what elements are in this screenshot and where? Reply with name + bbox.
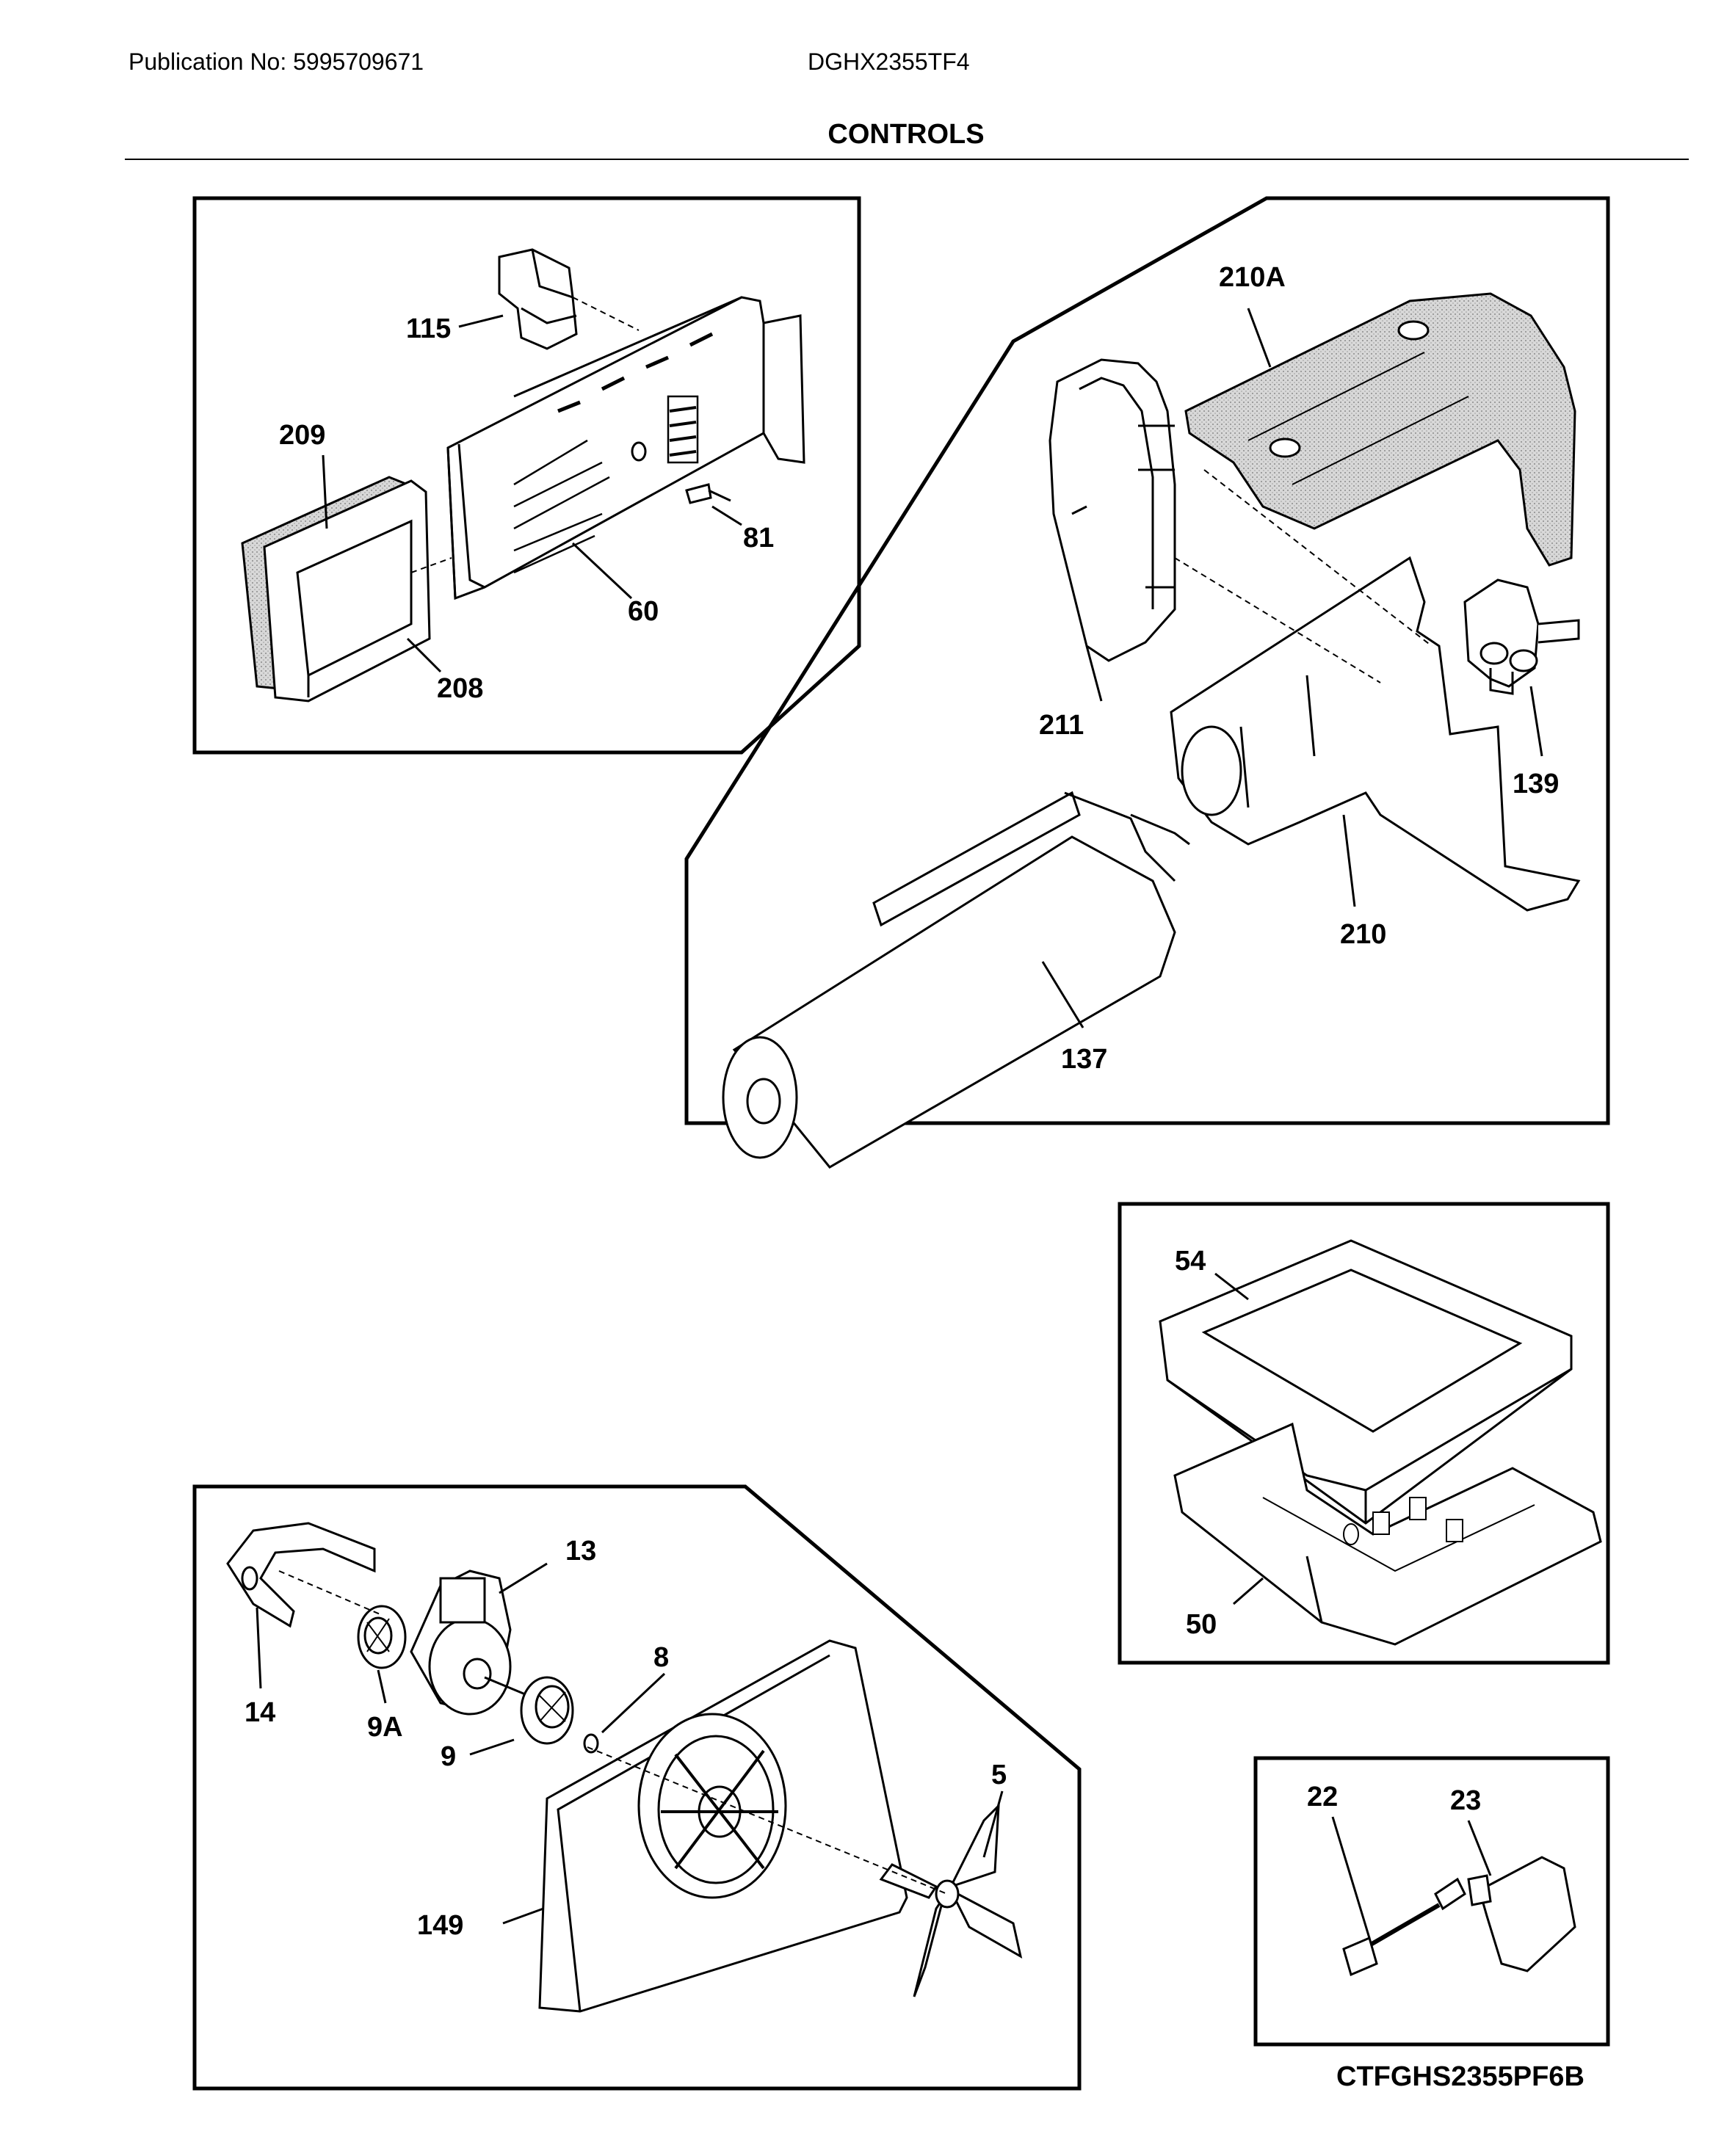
panel-control-housing [192,196,861,755]
part-149-shroud [538,1639,908,2013]
panel-water-filter [684,196,1610,1125]
diagram-code: CTFGHS2355PF6B [1336,2061,1584,2092]
publication-number: Publication No: 5995709671 [128,48,424,75]
part-211-bracket [1048,358,1176,662]
callout-208: 208 [437,673,483,704]
callout-210: 210 [1340,919,1386,950]
callout-13: 13 [565,1536,596,1567]
callout-209: 209 [279,420,325,451]
panel1-leaders [322,297,742,673]
panel4-leaders [256,1562,1004,1925]
panel-sensor [1253,1756,1610,2047]
callout-81: 81 [743,523,774,553]
callout-60: 60 [628,596,659,627]
part-54-frame [1159,1239,1573,1525]
part-209-208-display-frame [241,476,431,703]
callout-50: 50 [1186,1609,1217,1640]
part-9-wheel [520,1676,574,1745]
part-210A-cover [1184,292,1576,567]
callout-54: 54 [1175,1246,1206,1277]
part-9A-wheel [357,1605,407,1669]
callout-9A: 9A [367,1712,403,1743]
part-23-cap [1467,1856,1576,1972]
part-50-board-tray [1173,1422,1602,1646]
panel-fan-assembly [192,1484,1082,2091]
part-137-filter-cartridge [722,791,1190,1169]
callout-139: 139 [1513,769,1559,799]
part-22-sensor-wire [1342,1877,1466,1977]
callout-115: 115 [406,313,451,344]
callout-9: 9 [441,1741,456,1772]
model-number: DGHX2355TF4 [808,48,970,75]
callout-137: 137 [1061,1044,1107,1075]
part-60-bracket [446,296,805,600]
callout-149: 149 [417,1910,463,1941]
part-115-connector [498,248,578,350]
header-rule [125,159,1689,160]
panel2-leaders [1041,308,1543,1028]
callout-8: 8 [653,1642,669,1673]
callout-14: 14 [245,1697,275,1728]
panel-control-board [1118,1202,1610,1665]
part-139-valve [1463,578,1580,695]
part-13-fan-motor [410,1569,529,1716]
part-14-clip [226,1522,376,1628]
panel5-leaders [1331,1816,1492,1939]
callout-23: 23 [1450,1785,1481,1816]
callout-210A: 210A [1219,262,1286,293]
part-81-screw [685,483,731,504]
part-8-washer [583,1733,599,1754]
callout-211: 211 [1039,710,1084,741]
part-210-housing [1170,556,1581,912]
page-title: CONTROLS [827,119,985,150]
callout-22: 22 [1307,1782,1338,1812]
panel3-leaders [1214,1272,1264,1605]
callout-5: 5 [991,1760,1007,1790]
